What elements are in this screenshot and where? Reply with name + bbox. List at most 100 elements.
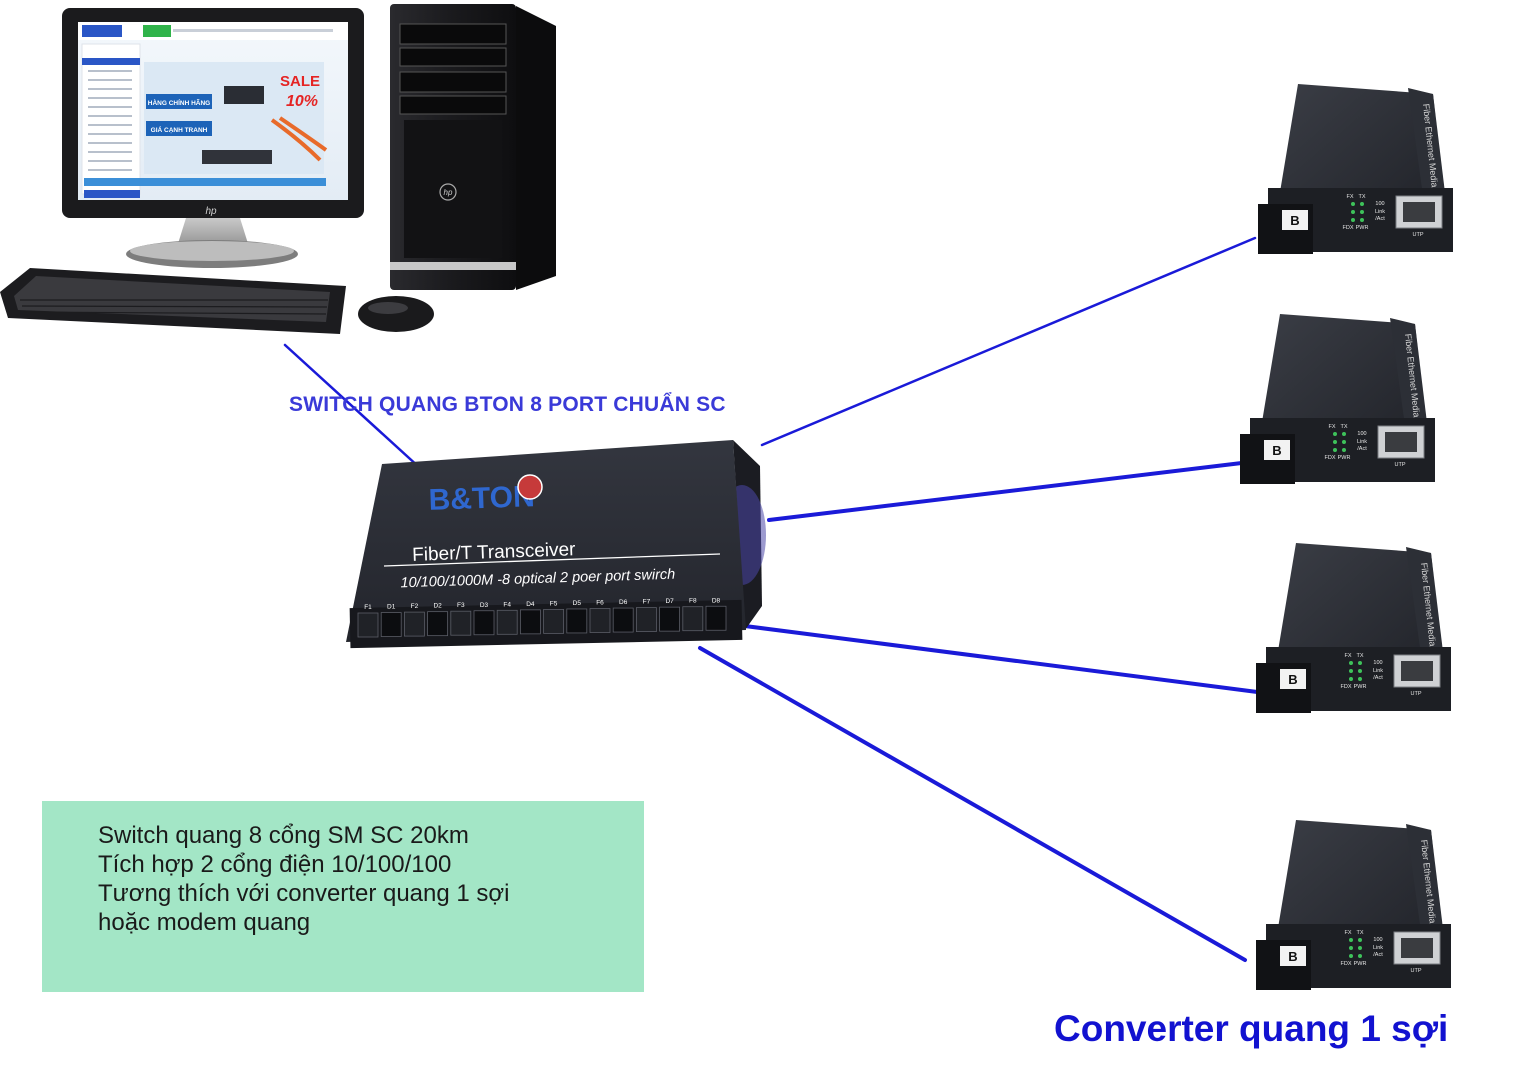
converter-led-label: Link — [1375, 209, 1385, 215]
site-sidebar-head — [82, 58, 140, 65]
site-sidebar — [81, 43, 141, 195]
converter-led-label: TX — [1358, 194, 1365, 200]
converter-led-label: PWR — [1354, 684, 1367, 690]
switch-port-label: D1 — [387, 604, 396, 611]
switch-sc-port — [659, 606, 680, 632]
switch-sc-port — [473, 610, 495, 636]
banner-badge-2 — [146, 121, 212, 136]
site-footer-strip — [84, 178, 326, 186]
converter-led — [1358, 954, 1362, 958]
site-footer-bar — [84, 190, 140, 198]
converter-led-label: FX — [1346, 194, 1353, 200]
switch-sc-port — [403, 611, 425, 637]
tower-drive-3 — [399, 71, 507, 93]
tower-logo: hp — [444, 188, 453, 197]
info-line-3: Tương thích với converter quang 1 sợi — [98, 880, 510, 907]
converter-led — [1342, 440, 1346, 444]
switch-port-label: F3 — [457, 602, 465, 609]
keyboard-keys — [14, 276, 330, 322]
banner-switch — [202, 150, 272, 164]
converter-led — [1349, 938, 1353, 942]
converter-led-label: TX — [1356, 930, 1363, 936]
converter-led — [1349, 677, 1353, 681]
converter-module-tag — [1282, 210, 1308, 230]
converter-led — [1333, 448, 1337, 452]
switch-port-label: D5 — [573, 600, 582, 607]
converter-led — [1360, 210, 1364, 214]
converter-module-tag — [1280, 946, 1306, 966]
switch-sc-port — [682, 606, 704, 632]
converter-rj45-hole — [1403, 202, 1435, 222]
switch-sc-port — [589, 608, 611, 633]
converter-led-label: /Act — [1375, 216, 1385, 222]
converter-led — [1351, 210, 1355, 214]
converter-led-label: PWR — [1338, 455, 1351, 461]
converter-port-label: UTP — [1395, 462, 1406, 468]
switch-sc-port — [450, 610, 472, 636]
switch-sc-port — [520, 609, 541, 635]
info-box: Switch quang 8 cổng SM SC 20km Tích hợp … — [42, 801, 644, 992]
converter-led-label: PWR — [1356, 225, 1369, 231]
keyboard-key-rows — [20, 299, 328, 315]
switch-sc-port — [636, 607, 657, 632]
switch-sc-port — [705, 605, 727, 631]
converter-led — [1358, 669, 1362, 673]
tower-drive-4 — [399, 95, 507, 115]
monitor-logo: hp — [205, 206, 217, 217]
converter-rj45-hole — [1401, 661, 1433, 681]
converter-module-label: B — [1288, 672, 1297, 687]
mouse — [358, 296, 434, 332]
info-line-4: hoặc modem quang — [98, 909, 311, 936]
switch-body — [346, 440, 746, 642]
info-line-2: Tích hợp 2 cổng điện 10/100/100 — [98, 851, 452, 878]
converter-led — [1333, 432, 1337, 436]
converter-led — [1360, 218, 1364, 222]
converter-led-label: 100 — [1357, 431, 1366, 437]
desktop-computer: HÀNG CHÍNH HÃNG GIÁ CẠNH TRANH SALE 10% … — [0, 4, 556, 334]
site-logo — [82, 25, 122, 37]
converter-port-label: UTP — [1411, 691, 1422, 697]
mouse-highlight — [368, 302, 408, 314]
converter-led-label: Link — [1373, 668, 1383, 674]
switch-port-label: D6 — [619, 599, 628, 606]
info-line-1: Switch quang 8 cổng SM SC 20km — [98, 822, 469, 849]
converter-led-label: FX — [1344, 930, 1351, 936]
converter-led-label: FDX — [1325, 455, 1336, 461]
converter-caption: Converter quang 1 sợi — [1054, 1008, 1449, 1049]
site-nav-active — [143, 25, 171, 37]
svg-text:10%: 10% — [286, 93, 318, 110]
banner-device — [224, 86, 264, 104]
cable-to-converter-2 — [767, 460, 1252, 522]
converter-led — [1349, 946, 1353, 950]
tower-panel — [404, 120, 502, 258]
tower-stripe — [390, 262, 516, 270]
converter-led — [1349, 669, 1353, 673]
switch-port-label: F5 — [550, 600, 558, 607]
converter-led-label: 100 — [1373, 937, 1382, 943]
switch-port-label: D3 — [480, 602, 489, 609]
converter-led — [1351, 202, 1355, 206]
switch-sc-port — [566, 608, 588, 634]
converter-led-label: FX — [1328, 424, 1335, 430]
switch-sc-port — [357, 612, 379, 638]
monitor-base-top — [130, 241, 294, 261]
switch-port-label: F1 — [364, 604, 372, 611]
cable-to-converter-3 — [743, 624, 1267, 695]
converter-led-label: TX — [1340, 424, 1347, 430]
converter-led-label: Link — [1357, 439, 1367, 445]
switch-port-label: D7 — [665, 598, 674, 605]
banner-text-2: GIÁ CẠNH TRANH — [151, 125, 208, 134]
switch-port-label: F7 — [643, 599, 651, 606]
switch-sc-port — [612, 607, 634, 633]
converter-led-label: FDX — [1343, 225, 1354, 231]
sale-badge: SALE 10% — [280, 73, 320, 110]
switch-port-label: F4 — [503, 601, 511, 608]
converter-led — [1358, 946, 1362, 950]
converter-led-label: FDX — [1341, 961, 1352, 967]
